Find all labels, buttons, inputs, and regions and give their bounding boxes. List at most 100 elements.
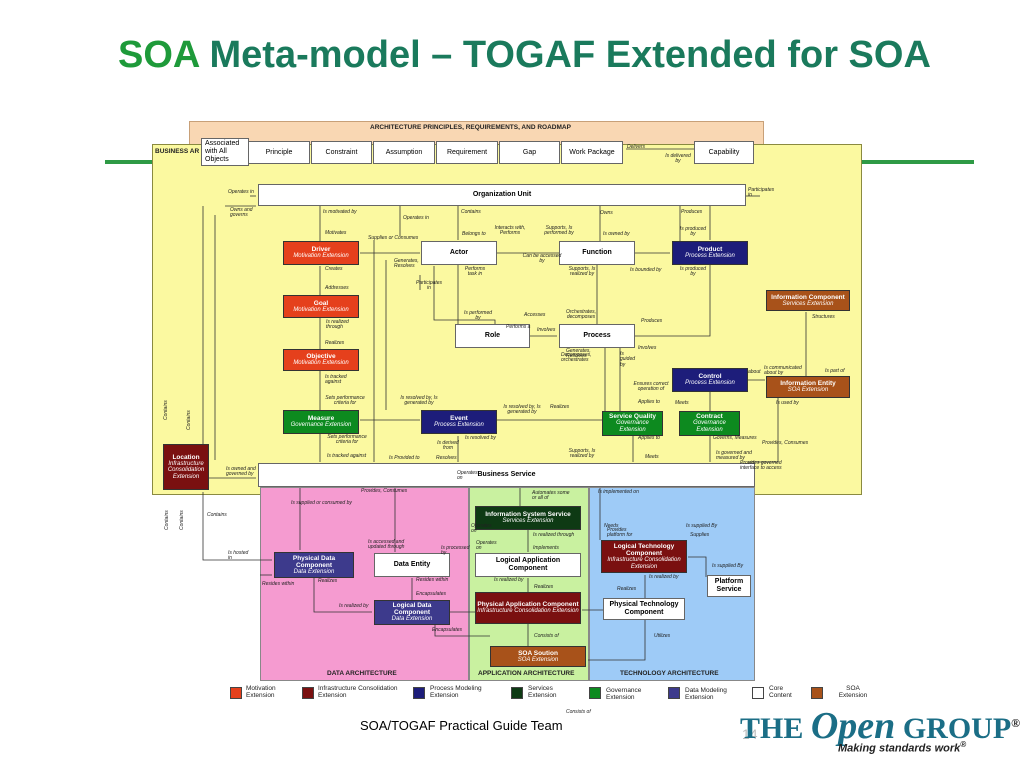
legend-label: Data Modeling Extension — [685, 687, 727, 702]
legend-label: Process Modeling Extension — [430, 685, 482, 700]
relation-label: Is supplied By — [712, 563, 744, 569]
legend-swatch — [302, 687, 314, 699]
relation-label: Realizes — [325, 340, 345, 346]
relation-label: Is accessed and updated through — [368, 539, 405, 551]
relation-label: Applies to — [638, 435, 660, 441]
legend-label: Core Content — [769, 685, 792, 700]
relation-label: Meets — [675, 400, 689, 406]
relation-label: Is realized through — [533, 532, 575, 538]
relation-label: Operates on — [471, 523, 492, 535]
relation-label: Contains — [186, 410, 192, 430]
relation-label: Realizes — [534, 584, 554, 590]
work-package-box[interactable]: Work Package — [561, 141, 623, 164]
constraint-box[interactable]: Constraint — [311, 141, 372, 164]
legend-label: Services Extension — [528, 685, 557, 700]
business-service-box[interactable]: Business Service — [258, 463, 755, 487]
logical-application-component-box[interactable]: Logical Application Component — [475, 553, 581, 577]
relation-label: Delivers — [627, 144, 646, 150]
relation-label: Addresses — [325, 285, 349, 291]
relation-label: Contains — [461, 209, 481, 215]
relation-label: Participates in — [748, 187, 775, 199]
relation-label: Sets performance criteria for — [325, 395, 365, 407]
relation-label: Is governed and measured by — [716, 450, 752, 462]
relation-label: Is Provided to — [389, 455, 420, 461]
relation-label: Implements — [533, 545, 559, 551]
relation-label: Generates, Resolves — [394, 258, 419, 270]
relation-label: Is resolved by, Is generated by — [503, 404, 541, 416]
legend-label: SOA Extension — [838, 685, 868, 700]
open-group-logo: THE Open GROUP® — [740, 705, 1021, 747]
relation-label: Is hosted in — [228, 550, 249, 562]
relation-label: Operates in — [403, 215, 429, 221]
relation-label: Operates in — [228, 189, 254, 195]
requirement-box[interactable]: Requirement — [436, 141, 498, 164]
gap-box[interactable]: Gap — [499, 141, 560, 164]
relation-label: Consists of — [566, 709, 591, 715]
relation-label: Provides governed interface to access — [740, 460, 782, 472]
relation-label: Motivates — [325, 230, 347, 236]
relation-label: Is delivered by — [665, 153, 691, 165]
platform-service-box[interactable]: Platform Service — [707, 575, 751, 597]
actor-box[interactable]: Actor — [421, 241, 497, 265]
relation-label: Can be accessed by — [522, 253, 562, 265]
role-box[interactable]: Role — [455, 324, 530, 348]
legend-swatch — [752, 687, 764, 699]
function-box[interactable]: Function — [559, 241, 635, 265]
legend-swatch — [511, 687, 523, 699]
physical-technology-component-box[interactable]: Physical Technology Component — [603, 598, 685, 620]
relation-label: Supplies or Consumes — [368, 235, 419, 241]
relation-label: Consists of — [534, 633, 559, 639]
capability-box[interactable]: Capability — [694, 141, 754, 164]
footer-text: SOA/TOGAF Practical Guide Team — [360, 718, 563, 733]
relation-label: about — [748, 369, 761, 375]
legend-label: Infrastructure Consolidation Extension — [318, 685, 398, 700]
organization-unit-box[interactable]: Organization Unit — [258, 184, 746, 206]
relation-label: Realizes — [318, 578, 338, 584]
relation-label: Automates some or all of — [532, 490, 570, 502]
relation-label: Provides, Consumes — [762, 440, 809, 446]
relation-label: Governs, Measures — [713, 435, 757, 441]
relation-label: Interacts with, Performs — [494, 225, 526, 237]
relation-label: Encapsulates — [416, 591, 447, 597]
legend-swatch — [413, 687, 425, 699]
divider-left — [105, 160, 189, 164]
relation-label: Is tracked against — [327, 453, 367, 459]
relation-label: Is realized by — [494, 577, 524, 583]
relation-label: Is resolved by, Is generated by — [400, 395, 438, 407]
business-header: BUSINESS AR — [155, 148, 200, 155]
relation-label: Is realized by — [649, 574, 679, 580]
relation-label: Encapsulates — [432, 627, 463, 633]
data-entity-box[interactable]: Data Entity — [374, 553, 450, 577]
relation-label: Produces — [641, 318, 663, 324]
relation-label: Is implemented on — [598, 489, 639, 495]
relation-label: Structures — [812, 314, 835, 320]
relation-label: Contains — [179, 510, 185, 530]
relation-label: Supports, Is realized by — [568, 266, 596, 278]
principle-box[interactable]: Principle — [248, 141, 310, 164]
assumption-box[interactable]: Assumption — [373, 141, 435, 164]
relation-label: Realizes — [617, 586, 637, 592]
relation-label: Is supplied or consumed by — [291, 500, 352, 506]
relation-label: Is produced by — [679, 266, 707, 278]
legend-label: Motivation Extension — [246, 685, 276, 700]
relation-label: Generates, Resolves — [566, 348, 591, 360]
process-box[interactable]: Process — [559, 324, 635, 348]
